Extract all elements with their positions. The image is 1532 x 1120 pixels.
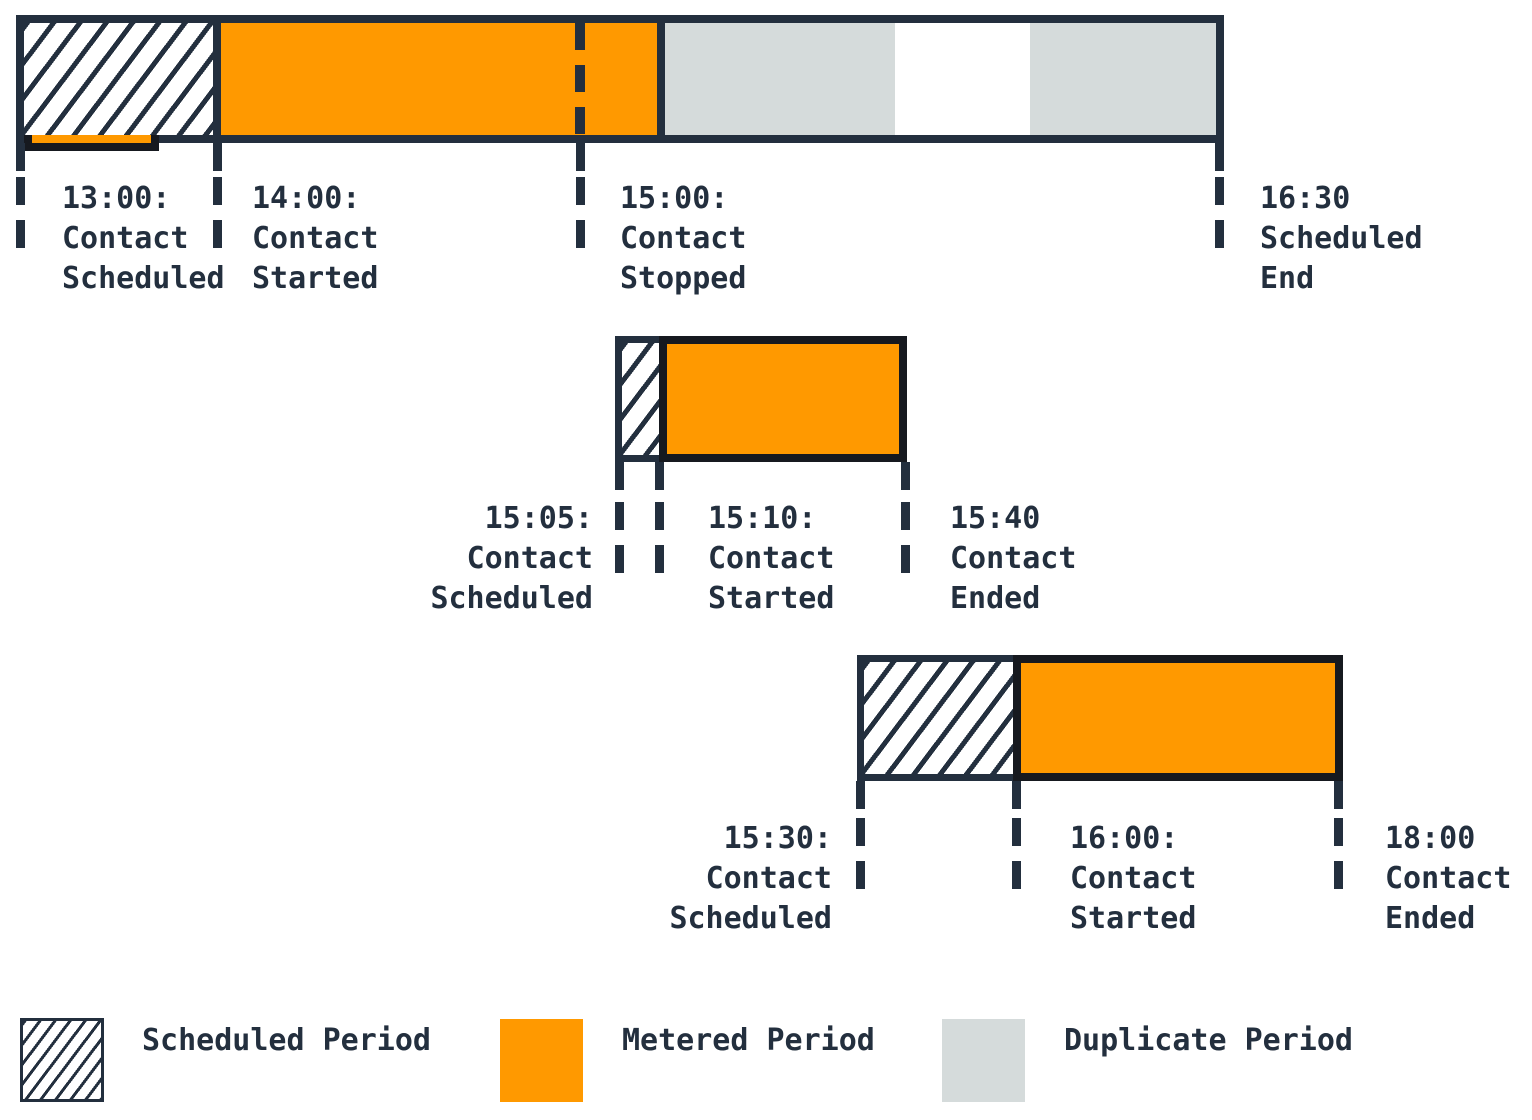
label-contact1-scheduled-end: 16:30 Scheduled End — [1260, 181, 1423, 296]
legend-metered-period-swatch — [500, 1019, 583, 1102]
dashed-tick-15-10 — [655, 502, 664, 573]
contact3-metered-period-segment — [1013, 655, 1343, 781]
dashed-tick-16-00 — [1012, 818, 1021, 889]
contact1-metered-period-segment — [221, 23, 657, 135]
dashed-tick-16-30 — [1215, 177, 1224, 248]
tick-16-00 — [1012, 781, 1021, 809]
label-contact2-started: 15:10: Contact Started — [708, 501, 835, 616]
segment-divider — [213, 23, 221, 135]
contact1-duplicate-period-segment — [665, 23, 895, 135]
tick-15-10 — [655, 462, 664, 490]
contact1-timeline-bar — [16, 15, 1224, 151]
contact2-metered-period-segment — [659, 336, 907, 462]
label-contact1-started: 14:00: Contact Started — [252, 181, 379, 296]
contact1-scheduled-period-segment — [24, 23, 213, 135]
dashed-tick-15-30 — [856, 818, 865, 889]
label-contact3-scheduled: 15:30: Contact Scheduled — [669, 821, 832, 936]
label-contact3-started: 16:00: Contact Started — [1070, 821, 1197, 936]
legend-duplicate-period-swatch — [942, 1019, 1025, 1102]
contact1-duplicate-period-segment-2 — [1030, 23, 1216, 135]
dashed-tick-15-40 — [901, 502, 910, 573]
label-contact2-ended: 15:40 Contact Ended — [950, 501, 1077, 616]
tick-16-30 — [1215, 143, 1224, 171]
segment-divider — [657, 23, 665, 135]
label-contact3-ended: 18:00 Contact Ended — [1385, 821, 1512, 936]
tick-15-00 — [576, 143, 585, 171]
contact1-stopped-dashed-line — [575, 23, 585, 135]
dashed-tick-18-00 — [1334, 818, 1343, 889]
label-contact1-scheduled: 13:00: Contact Scheduled — [62, 181, 225, 296]
dashed-tick-13-00 — [16, 177, 25, 248]
tick-18-00 — [1334, 781, 1343, 809]
tick-15-30 — [856, 781, 865, 809]
tick-13-00 — [16, 143, 25, 171]
tick-15-40 — [901, 462, 910, 490]
contact3-scheduled-period-segment — [857, 655, 1013, 781]
legend-duplicate-period-label: Duplicate Period — [1064, 1023, 1353, 1058]
label-contact1-stopped: 15:00: Contact Stopped — [620, 181, 747, 296]
tick-15-05 — [615, 462, 624, 490]
tick-14-00 — [213, 143, 222, 171]
dashed-tick-14-00 — [213, 177, 222, 248]
legend-scheduled-period-swatch — [20, 1018, 104, 1102]
legend-metered-period-label: Metered Period — [622, 1023, 875, 1058]
contact2-scheduled-period-segment — [615, 336, 659, 462]
dashed-tick-15-00 — [576, 177, 585, 248]
legend-scheduled-period-label: Scheduled Period — [142, 1023, 431, 1058]
dashed-tick-15-05 — [615, 502, 624, 573]
label-contact2-scheduled: 15:05: Contact Scheduled — [430, 501, 593, 616]
